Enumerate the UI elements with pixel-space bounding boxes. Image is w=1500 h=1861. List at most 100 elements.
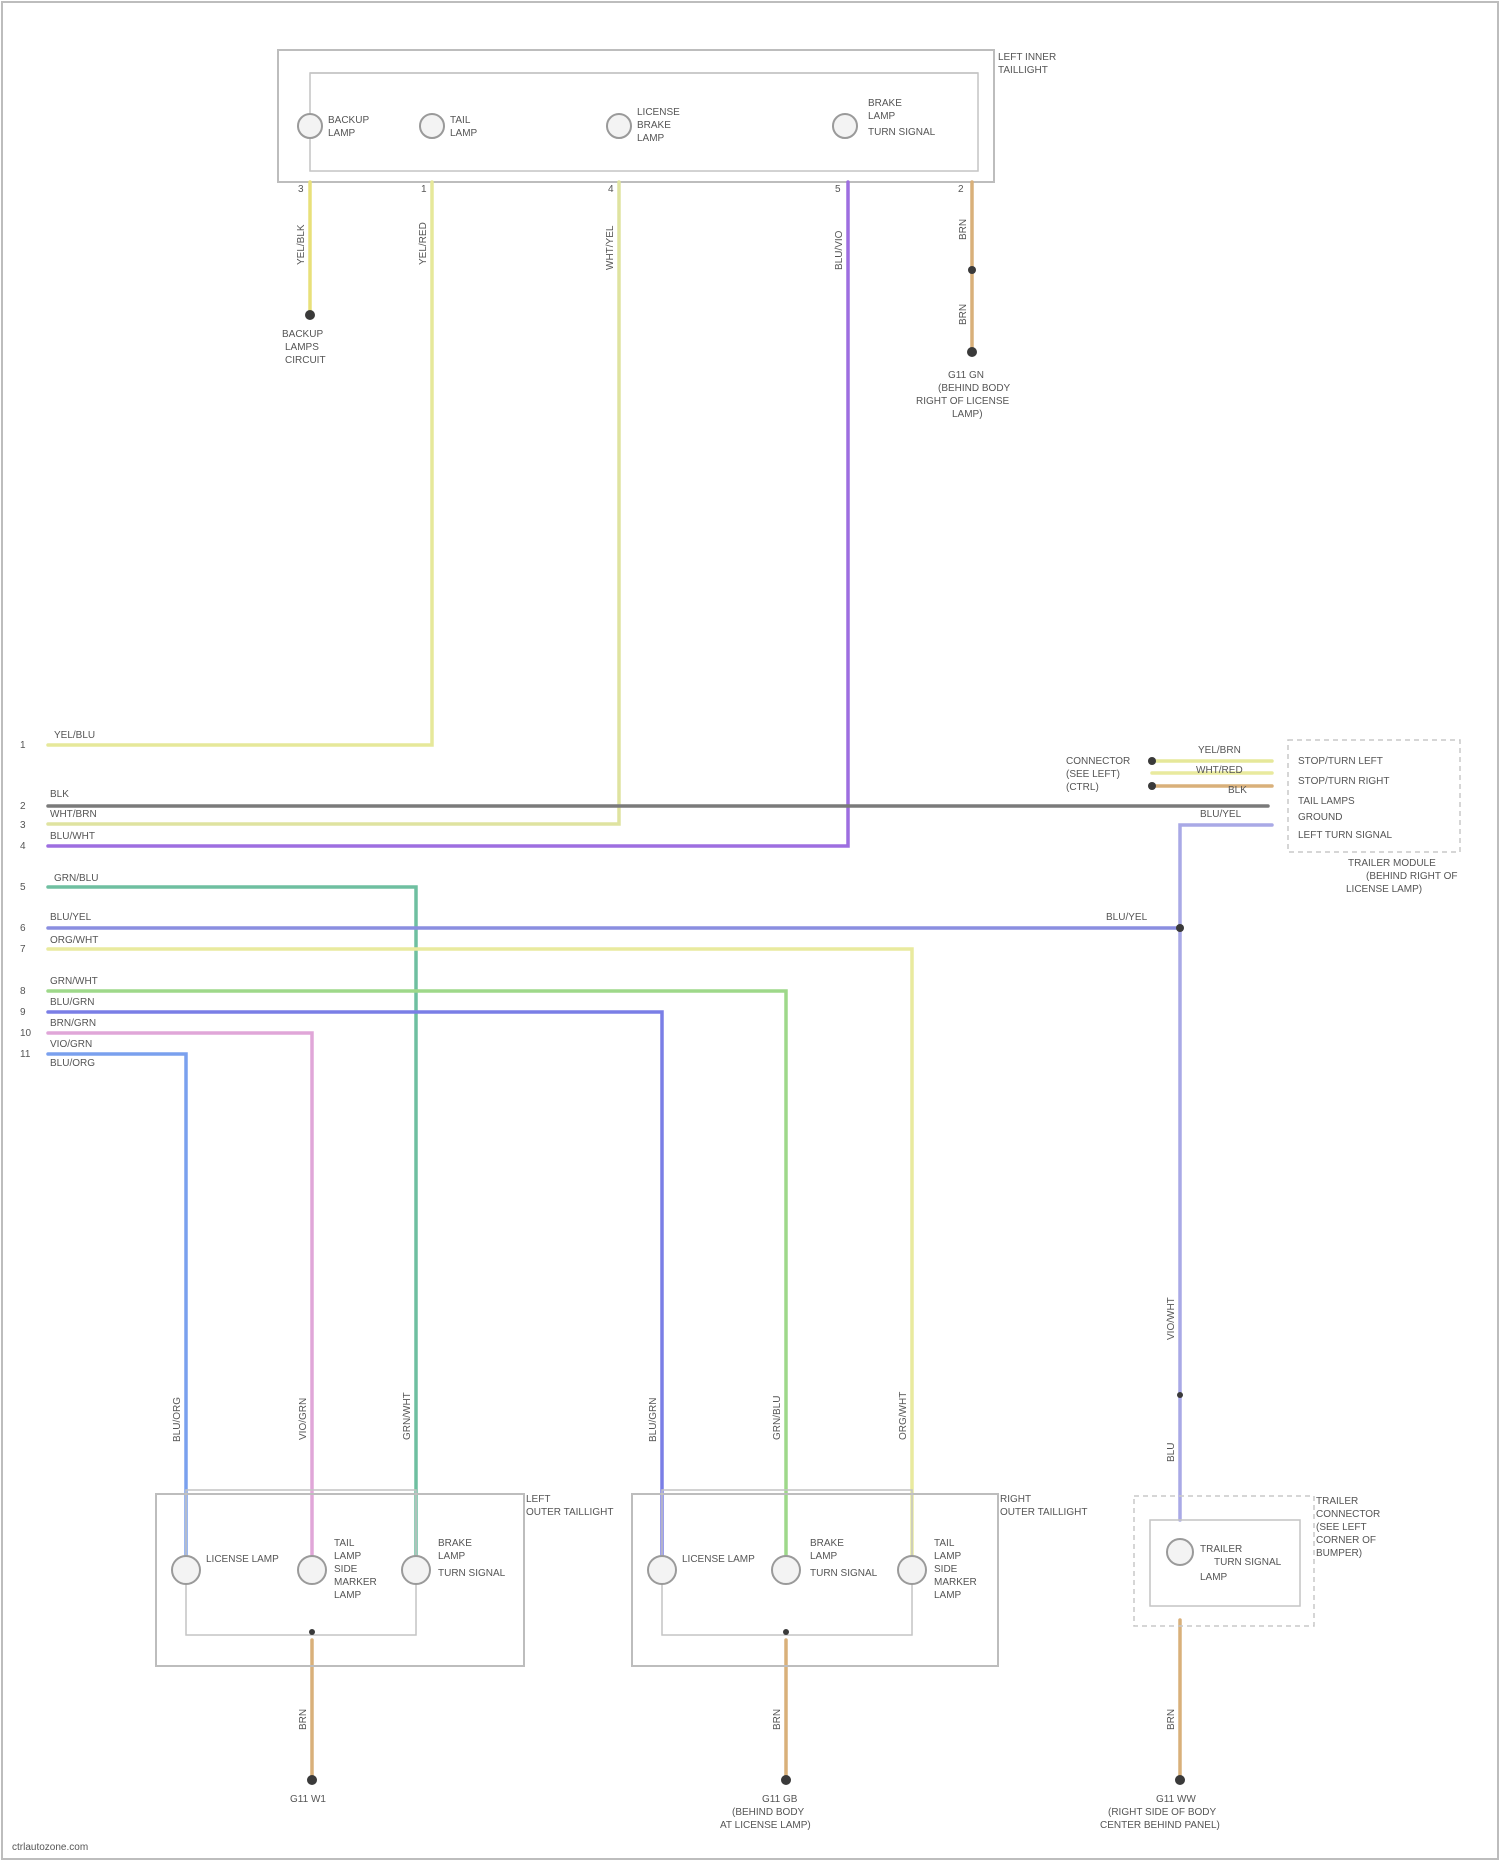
left-brake-lamp-label-2: LAMP xyxy=(438,1551,466,1562)
ground-right-icon xyxy=(781,1775,791,1785)
right-brake-lamp-label-1: BRAKE xyxy=(810,1538,844,1549)
module-conn-label-2: (SEE LEFT) xyxy=(1066,769,1120,780)
label-right-brn: BRN xyxy=(772,1709,783,1730)
right-tail-lamp-label-3: SIDE xyxy=(934,1564,958,1575)
module-pin-label-3: TAIL LAMPS xyxy=(1298,796,1355,807)
label-yel-blk: YEL/BLK xyxy=(296,224,307,265)
brake-turn-lamp-label-2: LAMP xyxy=(868,111,896,122)
right-tail-lamp-icon xyxy=(898,1556,926,1584)
trailer-module: CONNECTOR (SEE LEFT) (CTRL) YEL/BRN WHT/… xyxy=(1066,740,1460,932)
wire-org-wht xyxy=(48,949,912,1570)
top-ground-icon xyxy=(967,347,977,357)
label-yel-red: YEL/RED xyxy=(418,222,429,265)
right-outer-splice xyxy=(783,1629,789,1635)
label-right-grn-blu: GRN/BLU xyxy=(772,1396,783,1440)
brake-turn-lamp-label-3: TURN SIGNAL xyxy=(868,127,936,138)
license-brake-lamp-label-2: BRAKE xyxy=(637,120,671,131)
backup-circuit-junction xyxy=(305,310,315,320)
tail-lamp-icon xyxy=(420,114,444,138)
right-tail-lamp-label-5: LAMP xyxy=(934,1590,962,1601)
third-splice xyxy=(1177,1392,1183,1398)
top-splice-dot xyxy=(968,266,976,274)
top-ground-label-4: LAMP) xyxy=(952,409,983,420)
label-left-brn: BRN xyxy=(298,1709,309,1730)
left-outer-title-2: OUTER TAILLIGHT xyxy=(526,1507,613,1518)
harness-pin-9: 9 xyxy=(20,1007,26,1018)
label-left-grn-wht: GRN/WHT xyxy=(402,1392,413,1440)
module-pin-label-4: GROUND xyxy=(1298,812,1342,823)
footer-credit: ctrlautozone.com xyxy=(12,1842,88,1853)
trailer-turn-lamp-label-3: LAMP xyxy=(1200,1572,1228,1583)
right-tail-lamp-label-2: LAMP xyxy=(934,1551,962,1562)
module-bus-label: BLU/YEL xyxy=(1106,912,1148,923)
license-brake-lamp-label-3: LAMP xyxy=(637,133,665,144)
module-wire-label-3: BLK xyxy=(1228,785,1247,796)
harness-pin-3: 3 xyxy=(20,820,26,831)
module-conn-label-1: CONNECTOR xyxy=(1066,756,1130,767)
module-wire-label-4: BLU/YEL xyxy=(1200,809,1242,820)
left-tail-lamp-label-1: TAIL xyxy=(334,1538,355,1549)
backup-lamp-label-1: BACKUP xyxy=(328,115,369,126)
left-brake-lamp-label-1: BRAKE xyxy=(438,1538,472,1549)
harness-label-yel-blu: YEL/BLU xyxy=(54,730,95,741)
label-third-vio-wht: VIO/WHT xyxy=(1166,1297,1177,1340)
right-tail-lamp-label-1: TAIL xyxy=(934,1538,955,1549)
harness-label-grn-wht: GRN/WHT xyxy=(50,976,98,987)
module-conn-label-3: (CTRL) xyxy=(1066,782,1099,793)
right-brake-lamp-icon xyxy=(772,1556,800,1584)
right-license-lamp-icon xyxy=(648,1556,676,1584)
trailer-turn-lamp-icon xyxy=(1167,1539,1193,1565)
harness-label-blk: BLK xyxy=(50,789,69,800)
backup-circuit-label-3: CIRCUIT xyxy=(285,355,326,366)
right-brake-lamp-label-2: LAMP xyxy=(810,1551,838,1562)
module-title-1: TRAILER MODULE xyxy=(1348,858,1436,869)
module-wire-label-2: WHT/RED xyxy=(1196,765,1243,776)
label-third-brn: BRN xyxy=(1166,1709,1177,1730)
module-conn-dot-1 xyxy=(1148,757,1156,765)
right-brake-lamp-label-3: TURN SIGNAL xyxy=(810,1568,878,1579)
harness-label-blu-org: BLU/ORG xyxy=(50,1058,95,1069)
wire-wht-yel-license xyxy=(48,182,619,824)
top-pin-3: 3 xyxy=(298,184,304,195)
backup-circuit-label-1: BACKUP xyxy=(282,329,323,340)
right-tail-lamp-label-4: MARKER xyxy=(934,1577,977,1588)
module-wire-label-1: YEL/BRN xyxy=(1198,745,1241,756)
ground-right-label-2: (BEHIND BODY xyxy=(732,1807,805,1818)
harness-pin-1: 1 xyxy=(20,740,26,751)
top-assembly-title-2: TAILLIGHT xyxy=(998,65,1048,76)
label-third-blu: BLU xyxy=(1166,1443,1177,1462)
harness-label-vio-grn: VIO/GRN xyxy=(50,1039,92,1050)
left-outer-title-1: LEFT xyxy=(526,1494,550,1505)
top-assembly-title-1: LEFT INNER xyxy=(998,52,1056,63)
wire-blu-yel-module-down xyxy=(1180,825,1272,1520)
bottom-grounds: G11 W1 G11 GB (BEHIND BODY AT LICENSE LA… xyxy=(290,1775,1220,1831)
tail-lamp-label-1: TAIL xyxy=(450,115,471,126)
left-outer-splice xyxy=(309,1629,315,1635)
label-right-blu-grn: BLU/GRN xyxy=(648,1398,659,1442)
module-pin-label-2: STOP/TURN RIGHT xyxy=(1298,776,1389,787)
wire-blu-org xyxy=(48,1054,186,1570)
ground-third-label-1: G11 WW xyxy=(1156,1794,1196,1805)
third-title-1: TRAILER xyxy=(1316,1496,1358,1507)
label-left-vio-grn: VIO/GRN xyxy=(298,1398,309,1440)
right-outer-taillight: RIGHT OUTER TAILLIGHT LICENSE LAMP BRAKE… xyxy=(632,1490,1087,1666)
ground-right-label-1: G11 GB xyxy=(762,1794,798,1805)
top-ground-label-2: (BEHIND BODY xyxy=(938,383,1011,394)
module-pin-label-1: STOP/TURN LEFT xyxy=(1298,756,1383,767)
top-pin-4: 4 xyxy=(608,184,614,195)
top-pin-1: 1 xyxy=(421,184,427,195)
harness-pin-2: 2 xyxy=(20,801,26,812)
license-brake-lamp-icon xyxy=(607,114,631,138)
harness-pin-6: 6 xyxy=(20,923,26,934)
wires xyxy=(48,73,1272,1780)
left-tail-lamp-label-4: MARKER xyxy=(334,1577,377,1588)
backup-lamp-icon xyxy=(298,114,322,138)
left-outer-taillight: LEFT OUTER TAILLIGHT LICENSE LAMP TAIL L… xyxy=(156,1490,613,1666)
wire-blu-grn xyxy=(48,1012,662,1570)
label-right-org-wht: ORG/WHT xyxy=(898,1392,909,1440)
harness-label-grn-blu: GRN/BLU xyxy=(54,873,98,884)
brake-turn-lamp-label-1: BRAKE xyxy=(868,98,902,109)
module-pin-label-5: LEFT TURN SIGNAL xyxy=(1298,830,1393,841)
label-brn-top-2: BRN xyxy=(958,304,969,325)
harness-label-blu-grn: BLU/GRN xyxy=(50,997,94,1008)
